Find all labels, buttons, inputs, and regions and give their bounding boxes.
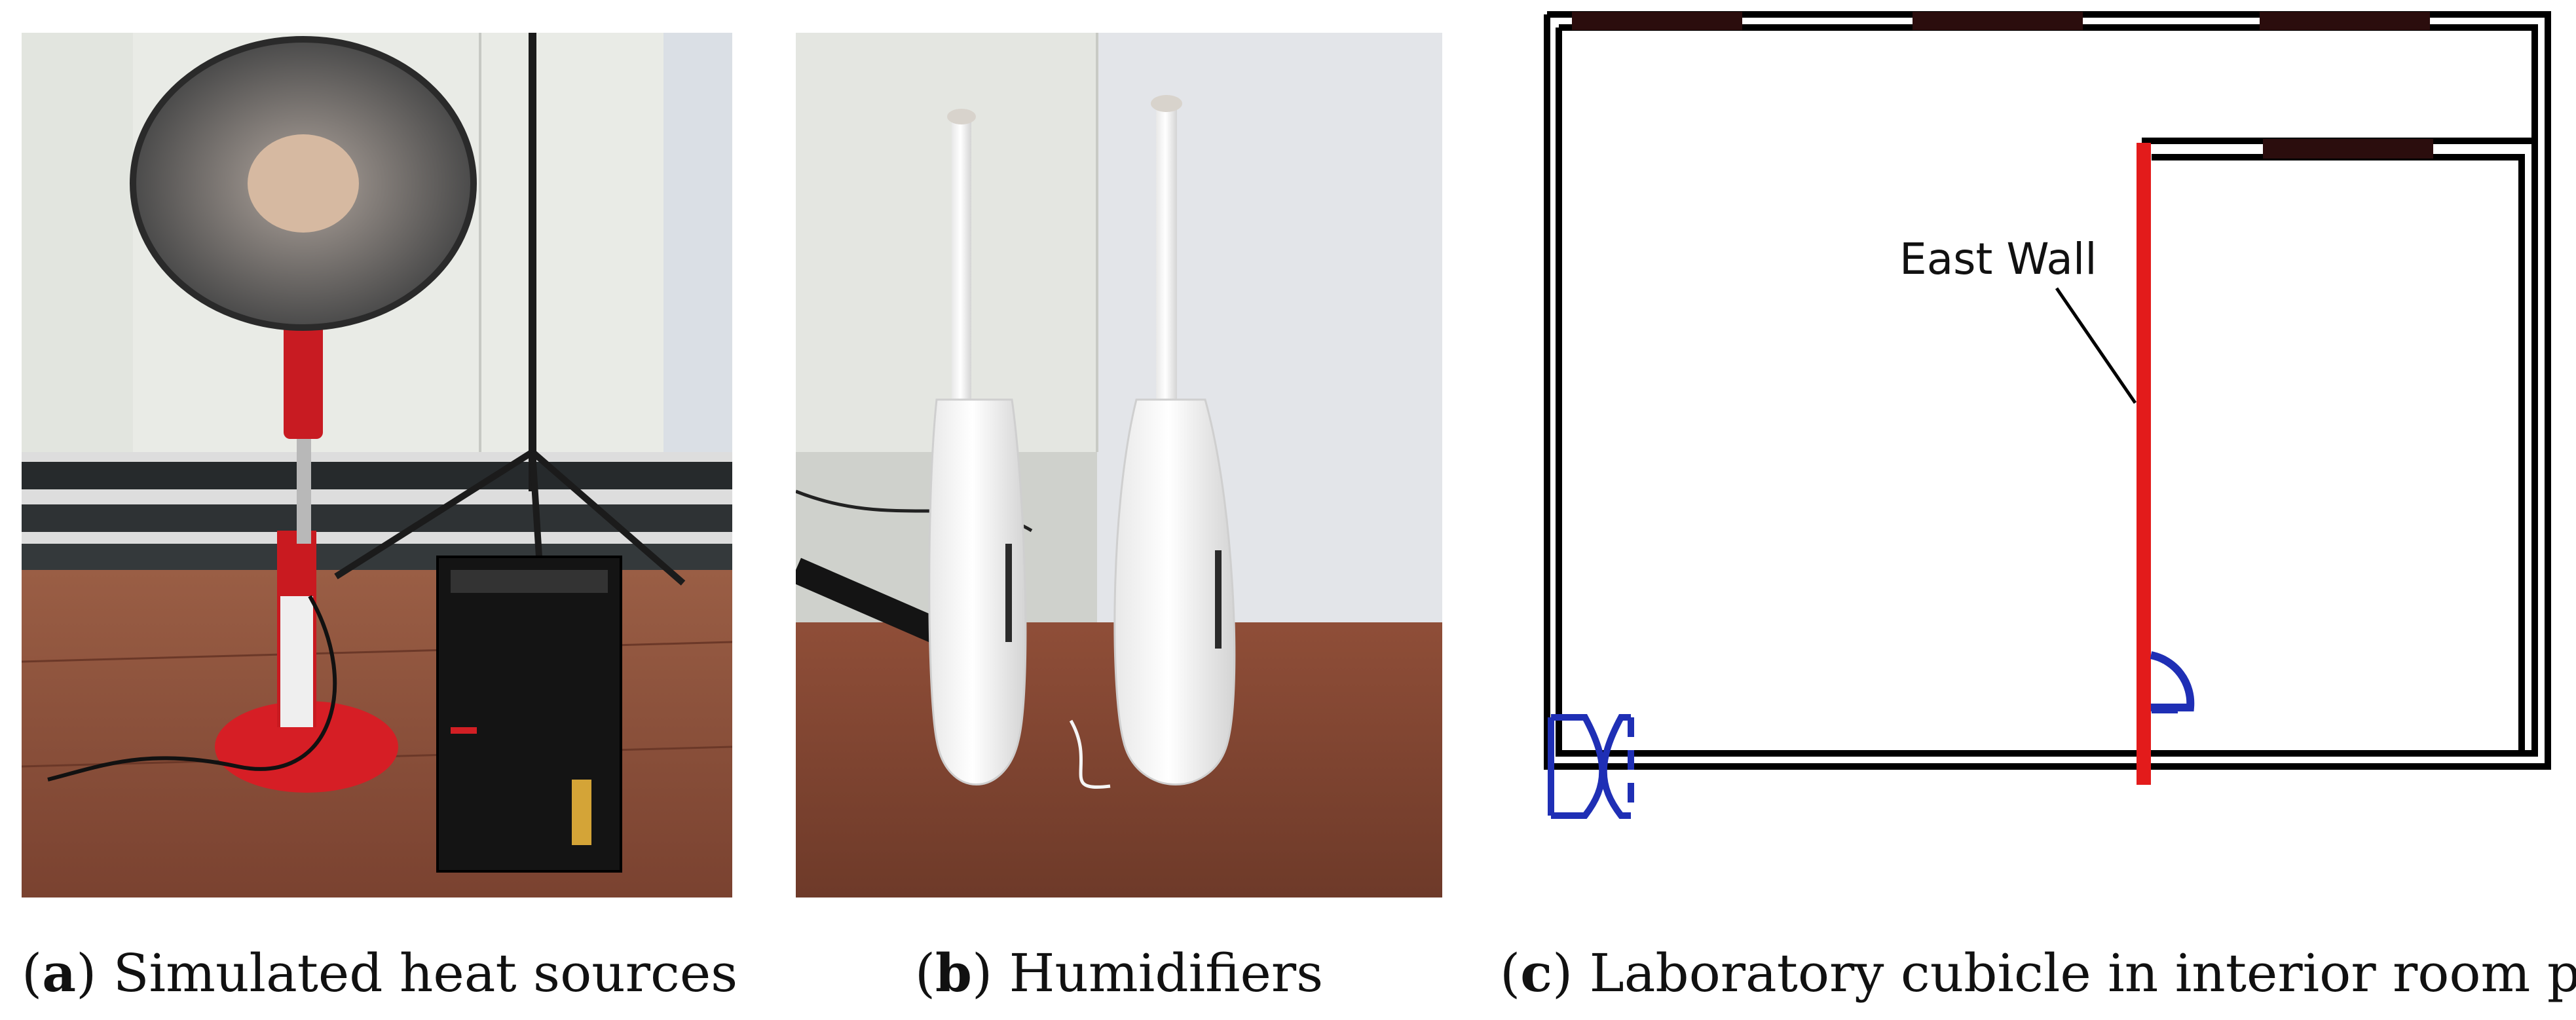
caption-c: (c) Laboratory cubicle in interior room … xyxy=(1500,942,2576,1004)
heat-sources-illustration xyxy=(22,33,732,897)
floor-plan-diagram: East Wall xyxy=(1506,0,2576,852)
caption-b-letter: b xyxy=(935,942,972,1004)
humidifiers-illustration xyxy=(796,33,1442,897)
photo-heat-sources xyxy=(22,33,732,897)
caption-a: (a) Simulated heat sources xyxy=(22,942,738,1004)
photo-humidifiers xyxy=(796,33,1442,897)
east-wall-leader-line xyxy=(2055,287,2137,404)
outer-walls xyxy=(1544,11,2551,770)
cubicle-door xyxy=(2150,651,2195,711)
caption-b-text: Humidifiers xyxy=(1009,943,1324,1004)
caption-c-letter: c xyxy=(1520,942,1552,1004)
caption-c-text: Laboratory cubicle in interior room plan xyxy=(1589,943,2576,1004)
windows xyxy=(1572,12,2433,159)
floor-plan-svg: East Wall xyxy=(1544,11,2551,819)
caption-a-text: Simulated heat sources xyxy=(113,943,738,1004)
cubicle-walls xyxy=(1559,138,2535,757)
east-wall-label: East Wall xyxy=(1899,234,2097,284)
caption-b: (b) Humidifiers xyxy=(914,942,1324,1004)
caption-a-letter: a xyxy=(42,942,77,1004)
entrance-door xyxy=(1548,714,1634,819)
east-wall xyxy=(2137,143,2151,785)
